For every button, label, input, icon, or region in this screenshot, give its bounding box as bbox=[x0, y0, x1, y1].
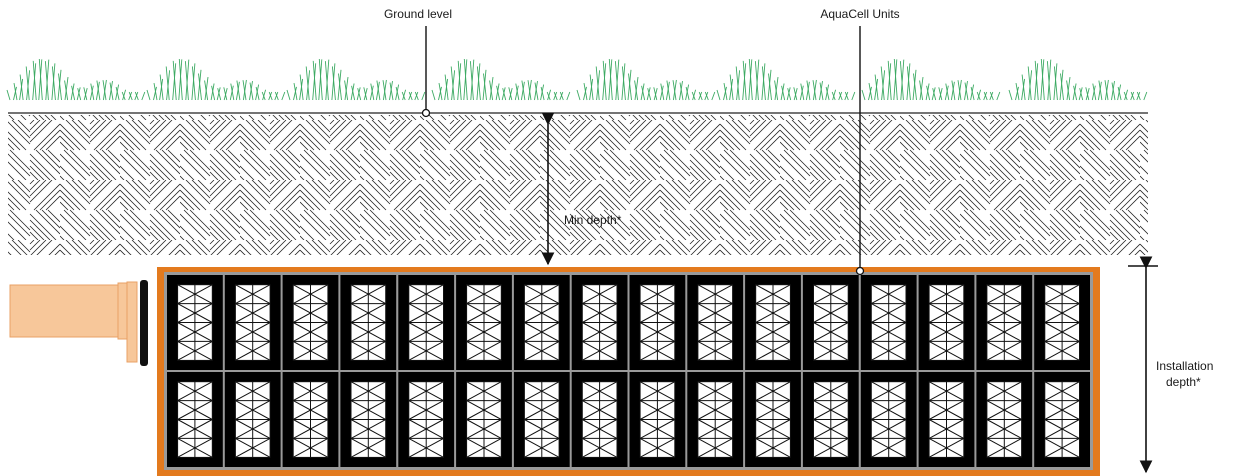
installation-depth-label-line2: depth* bbox=[1166, 375, 1201, 389]
aquacell-unit bbox=[1034, 372, 1090, 467]
aquacell-units-label: AquaCell Units bbox=[820, 7, 899, 21]
min-depth-label: Min depth* bbox=[564, 213, 622, 227]
aquacell-unit bbox=[1034, 275, 1090, 370]
aquacell-units-marker bbox=[855, 266, 865, 276]
aquacell-unit bbox=[629, 372, 686, 467]
aquacell-unit bbox=[224, 372, 281, 467]
aquacell-unit bbox=[629, 275, 686, 370]
grass-tuft bbox=[576, 58, 716, 101]
aquacell-unit bbox=[167, 275, 223, 370]
aquacell-unit bbox=[976, 372, 1033, 467]
aquacell-unit bbox=[224, 275, 281, 370]
aquacell-unit bbox=[745, 372, 801, 467]
grass-tuft bbox=[146, 58, 286, 101]
aquacell-unit bbox=[398, 372, 455, 467]
aquacell-unit bbox=[687, 275, 744, 370]
grass-tuft bbox=[1008, 58, 1148, 101]
grass-tuft bbox=[6, 58, 146, 101]
aquacell-unit bbox=[398, 275, 455, 370]
aquacell-unit bbox=[860, 275, 917, 370]
aquacell-unit bbox=[802, 275, 859, 370]
aquacell-unit bbox=[282, 275, 339, 370]
aquacell-unit bbox=[802, 372, 859, 467]
aquacell-unit bbox=[860, 372, 917, 467]
aquacell-unit bbox=[340, 275, 397, 370]
aquacell-unit bbox=[976, 275, 1033, 370]
aquacell-unit bbox=[282, 372, 339, 467]
inlet-pipe bbox=[9, 280, 148, 366]
soil-hatching bbox=[8, 115, 1148, 255]
aquacell-unit bbox=[340, 372, 397, 467]
aquacell-unit bbox=[167, 372, 223, 467]
aquacell-unit bbox=[918, 275, 975, 370]
aquacell-unit bbox=[513, 275, 570, 370]
aquacell-unit bbox=[456, 275, 512, 370]
ground-level-marker bbox=[421, 108, 431, 118]
aquacell-unit bbox=[687, 372, 744, 467]
aquacell-unit bbox=[456, 372, 512, 467]
grass-strip bbox=[6, 58, 1148, 101]
grass-tuft bbox=[716, 58, 856, 101]
aquacell-unit bbox=[571, 372, 628, 467]
aquacell-unit bbox=[571, 275, 628, 370]
grass-tuft bbox=[431, 58, 571, 101]
grass-tuft bbox=[861, 58, 1001, 101]
aquacell-unit bbox=[745, 275, 801, 370]
aquacell-unit bbox=[918, 372, 975, 467]
grass-tuft bbox=[286, 58, 426, 101]
installation-depth-label-line1: Installation bbox=[1156, 359, 1213, 373]
ground-level-label: Ground level bbox=[384, 7, 452, 21]
aquacell-grid bbox=[167, 275, 1090, 467]
aquacell-unit bbox=[513, 372, 570, 467]
